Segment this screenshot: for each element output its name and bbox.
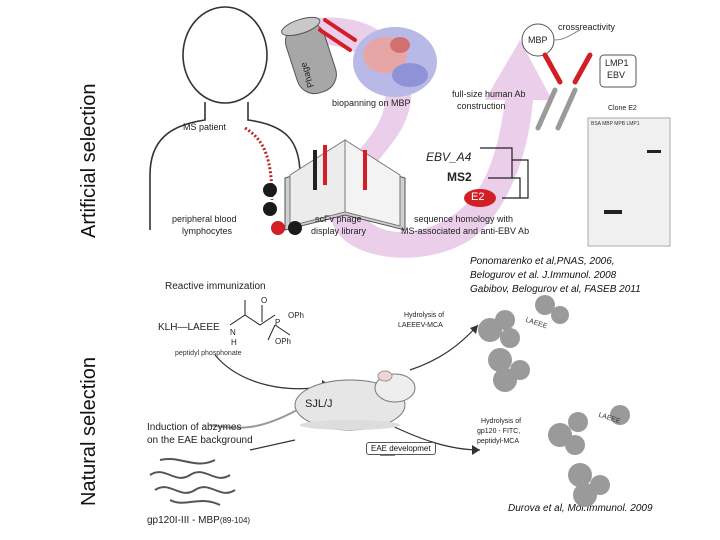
reference-2: Durova et al, Mol.Immunol. 2009 bbox=[508, 503, 653, 514]
reference-1-line1: Ponomarenko et al,PNAS, 2006, bbox=[470, 256, 615, 267]
mbp-protein-blob bbox=[353, 27, 437, 97]
clone-label: Clone E2 bbox=[608, 105, 637, 112]
oph2-label: OPh bbox=[275, 337, 292, 346]
hydrolysis2-line2: gp120 - FITC, bbox=[477, 428, 521, 435]
full-size-antibody bbox=[535, 52, 593, 131]
scfv-display-book bbox=[284, 139, 406, 231]
gp120-text: gp120I-III - MBP bbox=[147, 515, 220, 526]
blot-band bbox=[647, 150, 661, 153]
induction-line2: on the EAE background bbox=[147, 435, 253, 446]
gp120-range: (89-104) bbox=[219, 516, 251, 525]
scfv-label-line1: scFv phage bbox=[315, 214, 362, 224]
full-size-ab-label-line1: full-size human Ab bbox=[452, 89, 526, 99]
nh-label: N bbox=[230, 328, 236, 337]
peptidyl-phosphonate-label: peptidyl phosphonate bbox=[175, 350, 242, 357]
gp120-ribbon bbox=[149, 458, 236, 506]
crossreactivity-label: crossreactivity bbox=[558, 22, 616, 32]
arrow-head bbox=[472, 445, 480, 455]
ms2-label: MS2 bbox=[447, 170, 472, 184]
ms-patient-figure bbox=[149, 6, 301, 230]
lymphocyte-dot bbox=[288, 221, 302, 235]
e2-highlight bbox=[464, 189, 496, 207]
gp120-label: gp120I-III - MBP(89-104) bbox=[147, 515, 250, 526]
klh-label: KLH—LAEEE bbox=[158, 322, 220, 333]
reference-1-line2: Belogurov et al. J.Immunol. 2008 bbox=[470, 270, 617, 281]
homology-label-line1: sequence homology with bbox=[414, 214, 514, 224]
p-label: P bbox=[275, 318, 281, 327]
ebv-label: EBV bbox=[607, 70, 626, 80]
e2-label: E2 bbox=[471, 191, 485, 203]
oph1-label: OPh bbox=[288, 311, 305, 320]
homology-label-line2: MS-associated and anti-EBV Ab bbox=[401, 226, 530, 236]
homology-brackets bbox=[480, 147, 529, 199]
lmp1-label: LMP1 bbox=[605, 58, 629, 68]
pbl-label-line2: lymphocytes bbox=[182, 226, 233, 236]
lmp1-ebv-box bbox=[599, 54, 637, 88]
induction-line1: Induction of abzymes bbox=[147, 422, 242, 433]
lymphocyte-dot bbox=[263, 183, 277, 197]
o-label: O bbox=[261, 296, 268, 305]
mouse-figure bbox=[209, 370, 416, 431]
eae-development-box: EAE developmet bbox=[366, 442, 436, 455]
scfv-label-line2: display library bbox=[311, 226, 367, 236]
scfv-on-phage bbox=[318, 18, 357, 52]
western-blot bbox=[587, 117, 671, 247]
phage-cylinder bbox=[281, 16, 337, 95]
full-size-ab-label-line2: construction bbox=[457, 101, 506, 111]
hydrolysis1-line1: Hydrolysis of bbox=[404, 312, 445, 319]
arrow-head bbox=[470, 325, 478, 334]
blot-band bbox=[604, 210, 622, 214]
reactive-immunization-label: Reactive immunization bbox=[165, 281, 266, 292]
natural-selection-diagram bbox=[149, 295, 630, 507]
lymphocyte-dot bbox=[271, 221, 285, 235]
blot-header: BSA MBP MPB LMP1 bbox=[591, 121, 640, 127]
hydrolysis2-line1: Hydrolysis of bbox=[481, 418, 522, 425]
h-label: H bbox=[231, 338, 237, 347]
reference-1-line3: Gabibov, Belogurov et al, FASEB 2011 bbox=[470, 284, 641, 295]
mbp-label: MBP bbox=[528, 35, 548, 45]
antibody-molecule-2 bbox=[548, 405, 630, 507]
hydrolysis1-line2: LAEEEV-MCA bbox=[398, 322, 443, 329]
artificial-selection-diagram bbox=[149, 6, 671, 258]
antibody-molecule-1 bbox=[478, 295, 569, 392]
mouse-label: SJL/J bbox=[305, 398, 333, 410]
hydrolysis2-line3: peptidyl-MCA bbox=[477, 438, 520, 445]
pbl-label-line1: peripheral blood bbox=[172, 214, 237, 224]
lymphocyte-dot bbox=[263, 202, 277, 216]
phosphonate-structure bbox=[229, 300, 291, 341]
biopanning-label: biopanning on MBP bbox=[332, 98, 411, 108]
ms-patient-label: MS patient bbox=[183, 122, 227, 132]
ebv-a4-label: EBV_A4 bbox=[426, 150, 472, 164]
